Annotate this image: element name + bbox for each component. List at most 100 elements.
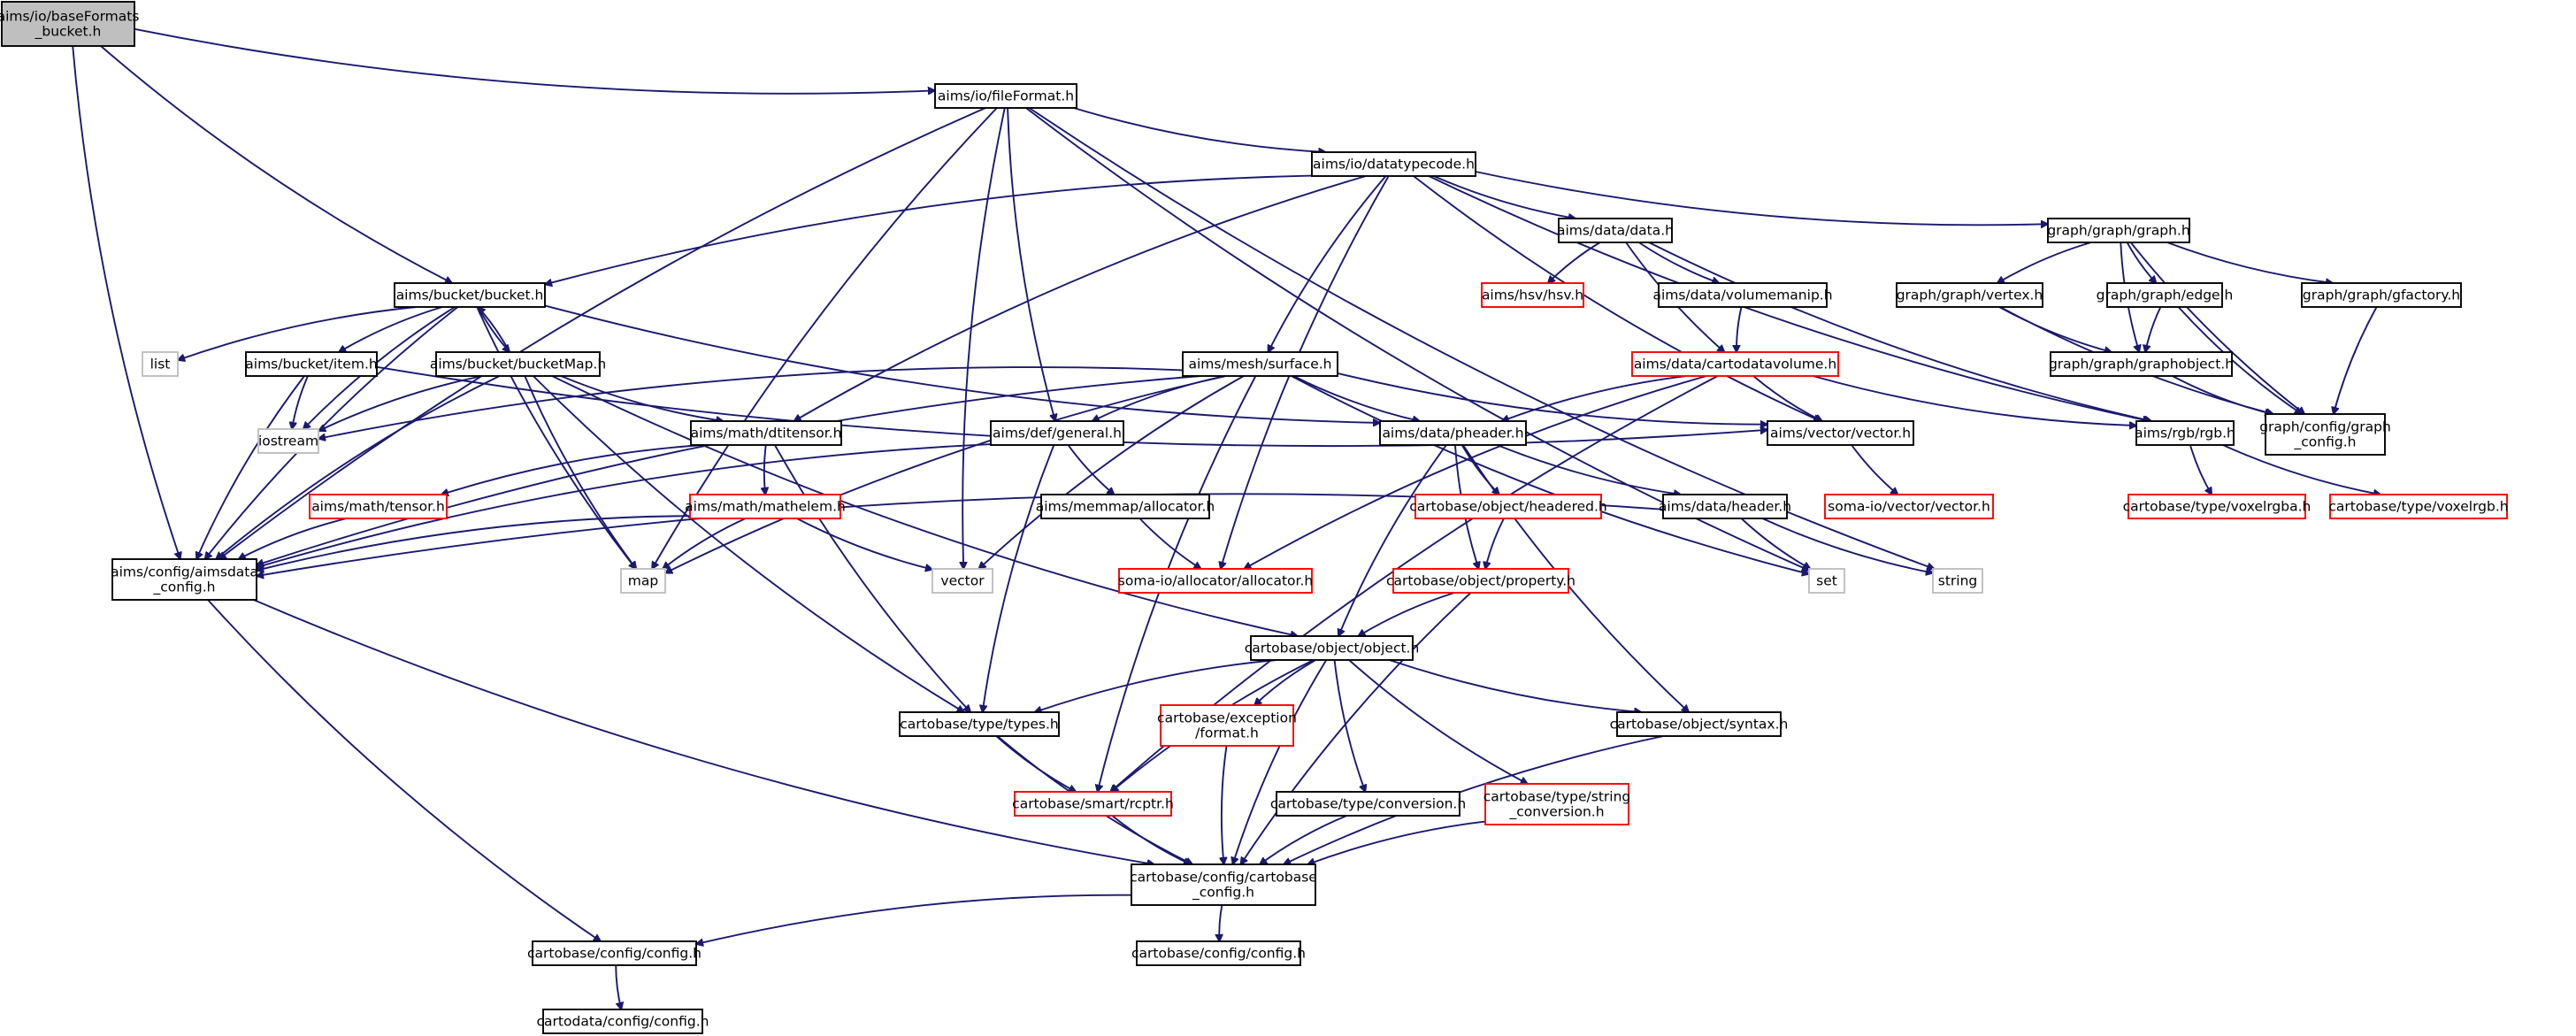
edge-datah-to-volumemanip xyxy=(1638,242,1720,283)
node-cartobaseconfig[interactable]: cartobase/config/cartobase_config.h xyxy=(1130,863,1317,906)
node-string[interactable]: string xyxy=(1932,568,1983,594)
edge-graphobject-to-graphconfig xyxy=(2172,375,2273,414)
node-root[interactable]: aims/io/baseFormats_bucket.h xyxy=(0,1,139,47)
node-graphobject[interactable]: graph/graph/graphobject.h xyxy=(2049,351,2234,377)
node-label-property: cartobase/object/property.h xyxy=(1386,573,1576,589)
node-somavector[interactable]: soma-io/vector/vector.h xyxy=(1824,494,1994,519)
edge-aimsdataconfig-to-cartobaseconfig xyxy=(253,599,1154,864)
edge-fileFormat-to-general xyxy=(1007,107,1055,421)
node-configB[interactable]: cartobase/config/config.h xyxy=(1131,940,1306,966)
node-cartodatavolume[interactable]: aims/data/cartodatavolume.h xyxy=(1631,351,1839,377)
node-vector[interactable]: vector xyxy=(932,568,993,594)
edge-property-to-object xyxy=(1358,592,1455,636)
node-surface[interactable]: aims/mesh/surface.h xyxy=(1182,351,1338,377)
node-headerh[interactable]: aims/data/header.h xyxy=(1659,494,1791,519)
node-box-map xyxy=(620,568,666,594)
node-voxelrgba[interactable]: cartobase/type/voxelrgba.h xyxy=(2123,494,2312,519)
node-box-graphconfig xyxy=(2265,413,2386,456)
edge-object-to-types xyxy=(1035,659,1276,712)
node-label-vector: vector xyxy=(940,573,985,589)
node-label-general: aims/def/general.h xyxy=(993,426,1122,441)
node-label-voxelrgb: cartobase/type/voxelrgb.h xyxy=(2328,499,2508,515)
node-box-graphh xyxy=(2047,218,2190,243)
node-label-item: aims/bucket/item.h xyxy=(245,357,377,372)
edge-cartobaseconfig-to-configA xyxy=(696,894,1132,944)
edge-surface-to-iostream xyxy=(318,366,1184,439)
node-label-iostream: iostream xyxy=(258,434,318,449)
node-pheader[interactable]: aims/data/pheader.h xyxy=(1379,420,1527,446)
node-box-dtitensor xyxy=(690,420,842,446)
edge-bucket-to-item xyxy=(339,306,443,352)
node-aimsdataconfig[interactable]: aims/config/aimsdata_config.h xyxy=(111,558,258,601)
node-bucketMap[interactable]: aims/bucket/bucketMap.h xyxy=(430,351,606,377)
edge-cartobaseconfig-to-configB xyxy=(1219,904,1222,941)
node-datah[interactable]: aims/data/data.h xyxy=(1557,218,1674,243)
node-gfactory[interactable]: graph/graph/gfactory.h xyxy=(2301,282,2462,308)
node-label-gfactory: graph/graph/gfactory.h xyxy=(2303,288,2460,303)
node-label-syntax: cartobase/object/syntax.h xyxy=(1610,717,1789,733)
edge-dtitensor-to-tensor xyxy=(441,444,703,495)
node-voxelrgb[interactable]: cartobase/type/voxelrgb.h xyxy=(2328,494,2509,519)
node-edgeh[interactable]: graph/graph/edge.h xyxy=(2097,282,2234,308)
edge-aimsdataconfig-to-configA xyxy=(207,599,601,941)
node-label-edgeh: graph/graph/edge.h xyxy=(2097,288,2234,303)
node-list[interactable]: list xyxy=(142,351,179,377)
node-layer: aims/io/baseFormats_bucket.h aims/io/file… xyxy=(0,1,2509,1034)
node-configA[interactable]: cartobase/config/config.h xyxy=(527,940,702,966)
edge-graphh-to-gfactory xyxy=(2166,242,2333,283)
node-label-cartobaseconfig: cartobase/config/cartobase xyxy=(1130,870,1317,886)
node-label-cartobaseconfig: _config.h xyxy=(1192,885,1254,902)
node-box-gfactory xyxy=(2301,282,2462,308)
node-vertex[interactable]: graph/graph/vertex.h xyxy=(1896,282,2043,308)
edge-bucketMap-to-object xyxy=(551,375,1298,636)
node-allocator[interactable]: aims/memmap/allocator.h xyxy=(1036,494,1215,519)
node-vectorh[interactable]: aims/vector/vector.h xyxy=(1767,420,1914,446)
node-syntax[interactable]: cartobase/object/syntax.h xyxy=(1610,711,1789,737)
edge-stringconv-to-cartobaseconfig xyxy=(1307,820,1486,864)
node-graphh[interactable]: graph/graph/graph.h xyxy=(2047,218,2190,243)
node-set[interactable]: set xyxy=(1808,568,1845,594)
edge-bucket-to-map xyxy=(476,306,636,569)
node-label-allocator: aims/memmap/allocator.h xyxy=(1036,499,1215,515)
node-iostream[interactable]: iostream xyxy=(257,428,319,454)
node-general[interactable]: aims/def/general.h xyxy=(990,420,1124,446)
node-datatypecode[interactable]: aims/io/datatypecode.h xyxy=(1311,151,1476,177)
edge-mathelem-to-vector xyxy=(796,518,932,570)
node-tensor[interactable]: aims/math/tensor.h xyxy=(309,494,448,519)
node-conversion[interactable]: cartobase/type/conversion.h xyxy=(1270,791,1466,817)
edge-cartodatavolume-to-rgbh xyxy=(1813,375,2137,426)
edge-graphh-to-vertex xyxy=(1997,242,2092,283)
node-item[interactable]: aims/bucket/item.h xyxy=(245,351,378,377)
node-rcptr[interactable]: cartobase/smart/rcptr.h xyxy=(1012,791,1174,817)
node-types[interactable]: cartobase/type/types.h xyxy=(899,711,1060,737)
edge-vectorh-to-somavector xyxy=(1851,444,1898,495)
node-fileFormat[interactable]: aims/io/fileFormat.h xyxy=(934,83,1077,109)
node-label-rcptr: cartobase/smart/rcptr.h xyxy=(1012,796,1174,812)
node-dtitensor[interactable]: aims/math/dtitensor.h xyxy=(690,420,842,446)
edge-bucketMap-to-map xyxy=(524,375,636,569)
edge-root-to-fileFormat xyxy=(134,27,935,94)
node-somaallocator[interactable]: soma-io/allocator/allocator.h xyxy=(1118,568,1313,594)
node-object[interactable]: cartobase/object/object.h xyxy=(1245,635,1420,661)
node-exceptionformat[interactable]: cartobase/exception/format.h xyxy=(1157,704,1297,747)
node-mathelem[interactable]: aims/math/mathelem.h xyxy=(685,494,846,519)
edge-rgbh-to-voxelrgb xyxy=(2222,444,2380,495)
node-volumemanip[interactable]: aims/data/volumemanip.h xyxy=(1652,282,1833,308)
node-map[interactable]: map xyxy=(620,568,666,594)
edge-datatypecode-to-rgbh xyxy=(1428,175,2150,421)
node-box-voxelrgba xyxy=(2128,494,2306,519)
node-bucket[interactable]: aims/bucket/bucket.h xyxy=(394,282,546,308)
node-hsv[interactable]: aims/hsv/hsv.h xyxy=(1481,282,1584,308)
edge-datatypecode-to-graphh xyxy=(1475,171,2048,225)
node-cartodataconfig[interactable]: cartodata/config/config.h xyxy=(537,1009,709,1034)
edge-datatypecode-to-bucket xyxy=(545,174,1313,285)
node-label-bucketMap: aims/bucket/bucketMap.h xyxy=(430,357,606,372)
node-stringconv[interactable]: cartobase/type/string_conversion.h xyxy=(1484,783,1630,825)
node-headered[interactable]: cartobase/object/headered.h xyxy=(1409,494,1607,519)
node-property[interactable]: cartobase/object/property.h xyxy=(1386,568,1576,594)
node-label-graphconfig: _config.h xyxy=(2294,434,2357,451)
node-rgbh[interactable]: aims/rgb/rgb.h xyxy=(2135,420,2235,446)
node-label-stringconv: cartobase/type/string xyxy=(1484,789,1630,805)
node-graphconfig[interactable]: graph/config/graph_config.h xyxy=(2259,413,2391,456)
node-label-graphconfig: graph/config/graph xyxy=(2259,419,2391,435)
